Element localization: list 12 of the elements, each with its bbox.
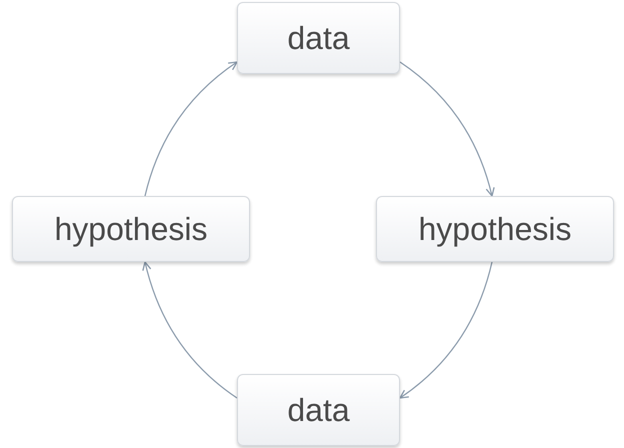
curved-arrow	[400, 62, 494, 197]
rounded-box	[237, 374, 400, 446]
curved-arrow	[142, 261, 238, 398]
node-label: hypothesis	[418, 213, 572, 245]
curved-arrow	[144, 61, 238, 196]
rounded-box	[376, 196, 614, 262]
curved-arrow	[399, 262, 493, 399]
rounded-box	[12, 196, 250, 262]
node-label: data	[287, 22, 350, 54]
node-label: data	[287, 394, 350, 426]
node-label: hypothesis	[54, 213, 208, 245]
rounded-box	[237, 2, 400, 74]
